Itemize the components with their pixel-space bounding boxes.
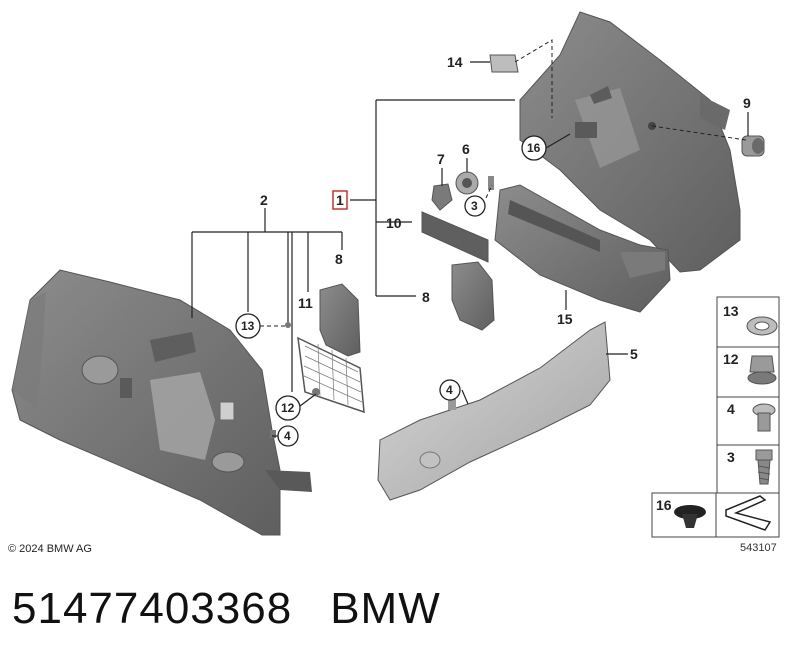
callout-6: 6 [462,141,470,157]
clip-14 [489,54,519,73]
storage-tray-15 [494,184,671,313]
fastener-4 [270,430,276,438]
legend-label-3: 3 [727,449,735,465]
copyright-notice: © 2024 BMW AG [8,543,92,555]
right-side-trim-panel [519,11,741,273]
cover-panel-left [319,283,361,357]
leader-lines [191,39,749,437]
callout-1: 1 [336,192,344,208]
callout-8-left: 8 [335,251,343,267]
callout-3: 3 [471,199,478,213]
callout-labels: 1 2 10 8 8 11 14 9 7 6 15 5 3 16 4 4 13 … [235,54,751,447]
part-number: 51477403368 [12,584,293,633]
clip-9 [741,135,765,157]
callout-16: 16 [527,141,541,155]
callout-8-right: 8 [422,289,430,305]
cover-10 [421,211,489,263]
callout-10: 10 [386,215,402,231]
left-side-trim-panel [11,269,312,536]
zigzag-symbol-icon [725,495,772,531]
screw-icon [755,449,773,485]
diagram-reference-number: 543107 [740,542,777,554]
callout-7: 7 [437,151,445,167]
legend-label-12: 12 [723,351,739,367]
callout-4-bottom: 4 [446,383,453,397]
callout-9: 9 [743,95,751,111]
legend-label-13: 13 [723,303,739,319]
push-rivet-icon [752,403,776,432]
part-6 [455,171,479,195]
cover-panel-right [451,261,495,331]
fastener-legend: 13 12 4 3 16 [651,296,780,538]
legend-label-4: 4 [727,401,735,417]
floor-trim-5 [377,321,611,501]
callout-5: 5 [630,346,638,362]
part-7 [431,183,453,211]
brand-name: BMW [330,584,441,633]
callout-12: 12 [281,401,295,415]
callout-13: 13 [241,319,255,333]
fastener-13 [285,322,291,328]
callout-15: 15 [557,311,573,327]
callout-11: 11 [298,295,313,311]
legend-label-16: 16 [656,497,672,513]
callout-2: 2 [260,192,268,208]
callout-14: 14 [447,54,463,70]
screw-3 [488,176,494,190]
expansion-nut-icon [674,505,706,528]
clip-nut-icon [747,355,777,385]
footer: 51477403368 BMW [12,584,479,634]
luggage-net [297,336,365,414]
callout-4-left: 4 [284,429,291,443]
callout-1-highlight [332,190,348,210]
fastener-12 [312,388,320,396]
